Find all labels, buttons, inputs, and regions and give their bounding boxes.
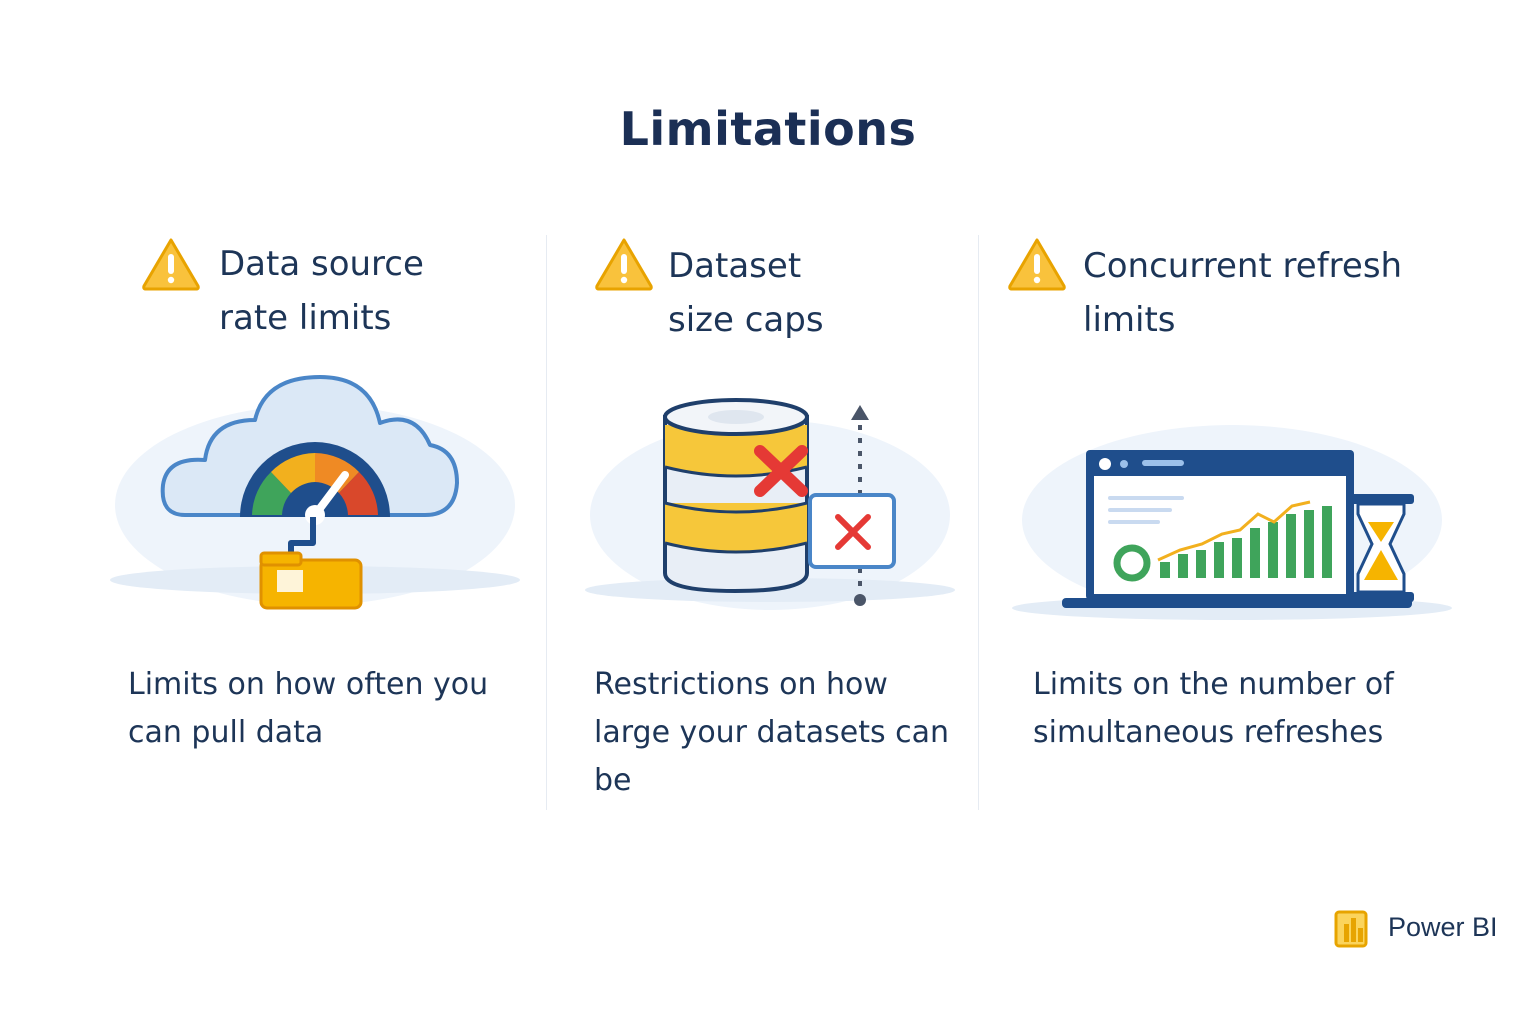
description-line: large your datasets can [594, 715, 950, 750]
heading-line: Data source [219, 244, 424, 284]
heading-line: rate limits [219, 298, 392, 338]
warning-icon [142, 238, 200, 291]
column-divider-2 [978, 235, 979, 810]
brand-name: Power BI [1388, 911, 1498, 942]
card-heading-data-source: Data source rate limits [219, 237, 424, 345]
heading-line: limits [1083, 300, 1176, 340]
warning-icon [1008, 238, 1066, 291]
card-heading-dataset-size: Dataset size caps [668, 239, 824, 347]
description-line: Limits on the number of [1033, 667, 1394, 702]
cloud-speedometer-illustration [110, 375, 520, 610]
description-line: Restrictions on how [594, 667, 888, 702]
heading-line: size caps [668, 300, 824, 340]
card-heading-concurrent-refresh: Concurrent refresh limits [1083, 239, 1402, 347]
card-description-dataset-size: Restrictions on how large your datasets … [594, 661, 949, 805]
brand: Power BI [1330, 902, 1498, 952]
page-title: Limitations [619, 102, 917, 156]
description-line: can pull data [128, 715, 324, 750]
description-line: be [594, 763, 632, 798]
database-size-cap-illustration [585, 398, 955, 610]
laptop-chart-hourglass-illustration [1012, 425, 1452, 620]
heading-line: Dataset [668, 246, 802, 286]
warning-icon [595, 238, 653, 291]
description-line: Limits on how often you [128, 667, 489, 702]
column-divider-1 [546, 235, 547, 810]
power-bi-logo-icon [1334, 910, 1368, 948]
description-line: simultaneous refreshes [1033, 715, 1384, 750]
heading-line: Concurrent refresh [1083, 246, 1403, 286]
card-description-data-source: Limits on how often you can pull data [128, 661, 488, 757]
card-description-concurrent-refresh: Limits on the number of simultaneous ref… [1033, 661, 1394, 757]
